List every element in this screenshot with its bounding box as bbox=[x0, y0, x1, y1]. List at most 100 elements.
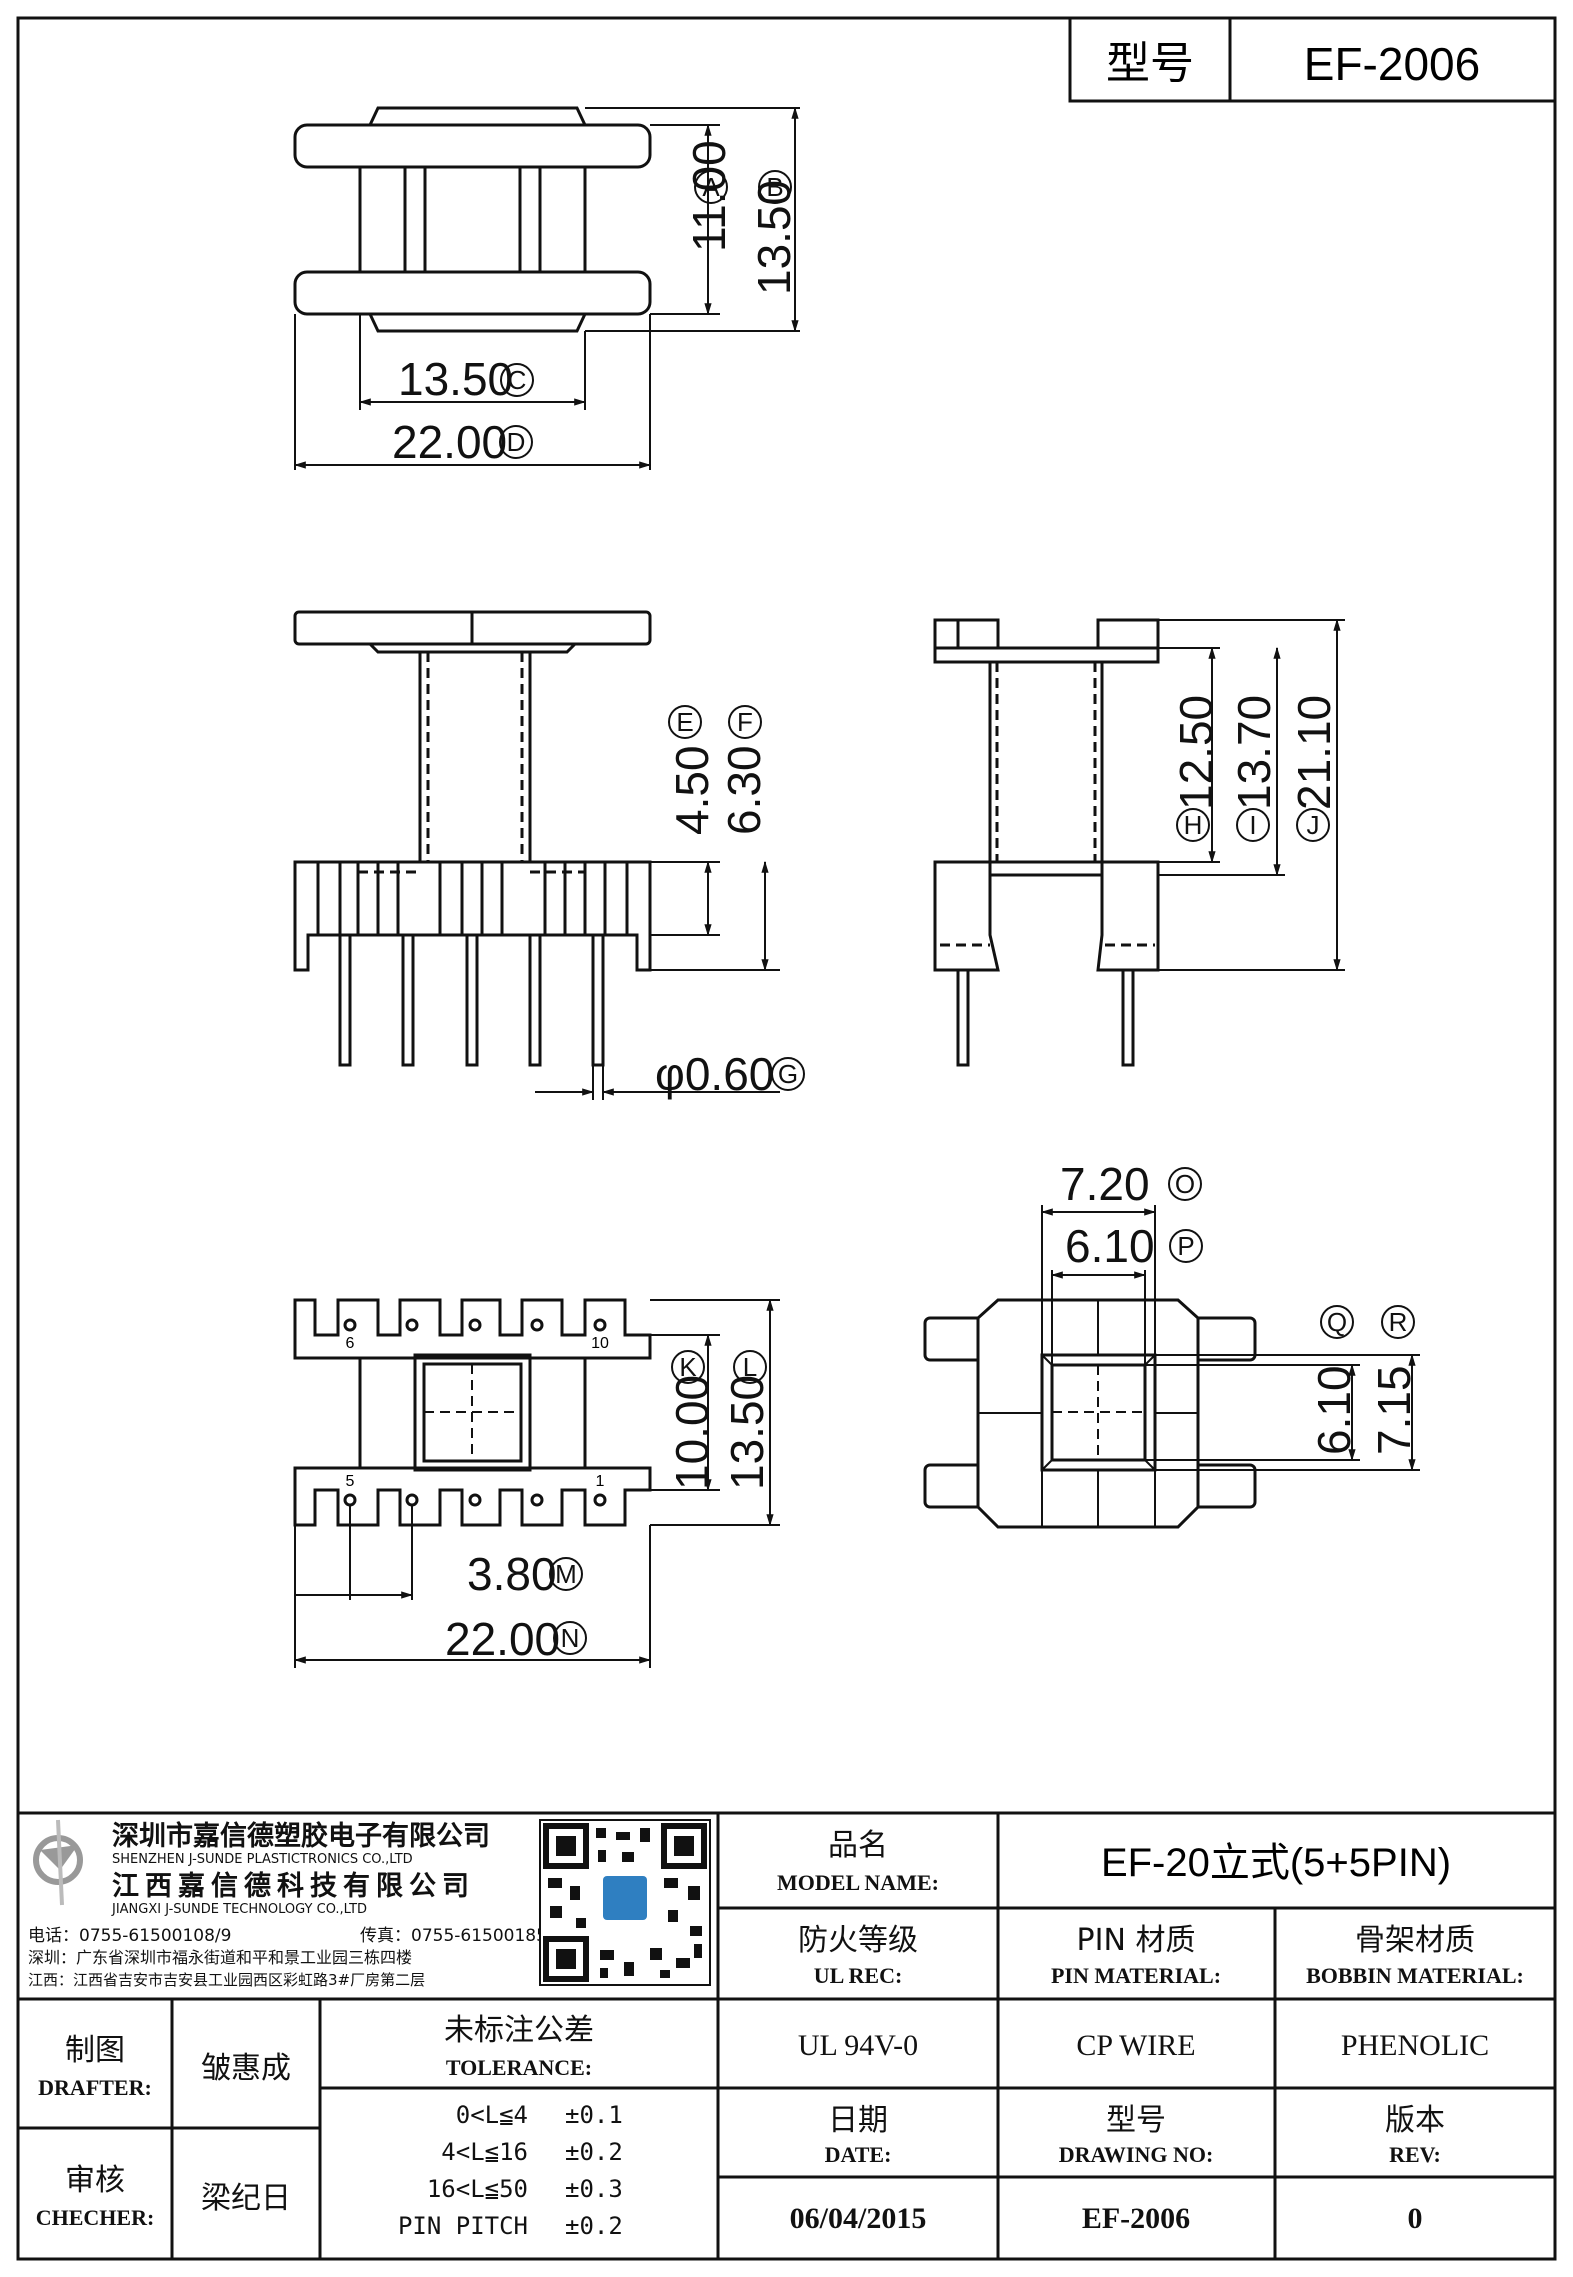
svg-text:H: H bbox=[1184, 810, 1203, 840]
dim-q-value: 6.10 bbox=[1308, 1365, 1360, 1455]
company-fax: 传真：0755-61500185 bbox=[360, 1926, 547, 1946]
svg-text:Q: Q bbox=[1327, 1307, 1347, 1337]
side-view bbox=[933, 618, 1345, 1067]
svg-text:A: A bbox=[702, 172, 720, 202]
dim-j-value: 21.10 bbox=[1288, 695, 1340, 810]
svg-text:L: L bbox=[743, 1352, 757, 1382]
date-en: DATE: bbox=[825, 2142, 892, 2167]
tolerance-range: PIN PITCH bbox=[398, 2212, 528, 2240]
dim-p-marker: P bbox=[1169, 1229, 1203, 1263]
date-value: 06/04/2015 bbox=[790, 2202, 927, 2235]
bobbin-material-cn: 骨架材质 bbox=[1355, 1923, 1475, 1958]
dim-j-marker: J bbox=[1296, 808, 1330, 842]
dim-e-marker: E bbox=[668, 705, 702, 739]
company-name-cn-2: 江西嘉信德科技有限公司 bbox=[112, 1871, 475, 1902]
checker-en: CHECHER: bbox=[36, 2205, 155, 2230]
svg-text:D: D bbox=[507, 427, 526, 457]
ul-rec-en: UL REC: bbox=[814, 1963, 903, 1988]
company-phone: 电话：0755-61500108/9 bbox=[28, 1926, 231, 1946]
company-name-en-1: SHENZHEN J-SUNDE PLASTICTRONICS CO.,LTD bbox=[112, 1852, 413, 1867]
svg-text:E: E bbox=[676, 707, 693, 737]
ul-rec-cn: 防火等级 bbox=[798, 1923, 918, 1958]
company-name-cn-1: 深圳市嘉信德塑胶电子有限公司 bbox=[112, 1820, 490, 1852]
dim-o-marker: O bbox=[1168, 1167, 1202, 1201]
dim-e-value: 4.50 bbox=[666, 745, 718, 835]
dim-a-value: 11.00 bbox=[683, 140, 735, 252]
ul-rec-value: UL 94V-0 bbox=[798, 2029, 918, 2062]
svg-text:C: C bbox=[508, 365, 527, 395]
dim-g-marker: G bbox=[771, 1057, 805, 1091]
header-type-label: 型号 bbox=[1106, 38, 1194, 89]
dim-b-marker: B bbox=[758, 170, 792, 204]
svg-text:J: J bbox=[1307, 810, 1320, 840]
tolerance-value: ±0.2 bbox=[565, 2138, 623, 2166]
dim-f-value: 6.30 bbox=[718, 745, 770, 835]
dim-f-marker: F bbox=[728, 705, 762, 739]
drawing-no-value: EF-2006 bbox=[1082, 2202, 1190, 2235]
drafter-cn: 制图 bbox=[65, 2033, 125, 2068]
svg-text:F: F bbox=[737, 707, 753, 737]
pin-material-cn: PIN 材质 bbox=[1077, 1923, 1196, 1958]
date-cn: 日期 bbox=[828, 2103, 888, 2138]
rev-en: REV: bbox=[1389, 2142, 1441, 2167]
dim-c-value: 13.50 bbox=[398, 353, 513, 405]
pin-mark-bottom-right: 1 bbox=[596, 1473, 605, 1490]
rev-cn: 版本 bbox=[1385, 2103, 1445, 2138]
dim-o-value: 7.20 bbox=[1060, 1158, 1150, 1210]
company-address-jiangxi: 江西：江西省吉安市吉安县工业园西区彩虹路3#厂房第二层 bbox=[28, 1971, 425, 1989]
svg-text:M: M bbox=[555, 1559, 577, 1589]
dim-r-value: 7.15 bbox=[1368, 1365, 1420, 1455]
tolerance-value: ±0.3 bbox=[565, 2175, 623, 2203]
dim-q-marker: Q bbox=[1320, 1305, 1354, 1339]
svg-text:P: P bbox=[1177, 1231, 1194, 1261]
company-name-en-2: JIANGXI J-SUNDE TECHNOLOGY CO.,LTD bbox=[111, 1902, 367, 1917]
company-logo bbox=[33, 1819, 83, 1906]
svg-text:G: G bbox=[778, 1059, 798, 1089]
top-view bbox=[293, 106, 800, 470]
sheet-border bbox=[16, 16, 1557, 2261]
dim-h-marker: H bbox=[1176, 808, 1210, 842]
qr-code bbox=[539, 1819, 711, 1986]
company-address-shenzhen: 深圳：广东省深圳市福永街道和平和景工业园三栋四楼 bbox=[28, 1948, 412, 1967]
drafter-en: DRAFTER: bbox=[38, 2075, 152, 2100]
tolerance-range: 16<L≦50 bbox=[427, 2175, 528, 2203]
svg-text:O: O bbox=[1175, 1169, 1195, 1199]
bobbin-material-en: BOBBIN MATERIAL: bbox=[1306, 1963, 1524, 1988]
rev-value: 0 bbox=[1408, 2202, 1423, 2235]
model-name-en: MODEL NAME: bbox=[777, 1870, 939, 1895]
svg-text:K: K bbox=[679, 1352, 697, 1382]
dim-d-marker: D bbox=[499, 425, 533, 459]
dim-m-value: 3.80 bbox=[467, 1548, 557, 1600]
tolerance-range: 4<L≦16 bbox=[441, 2138, 528, 2166]
dim-k-value: 10.00 bbox=[666, 1375, 718, 1490]
dim-m-marker: M bbox=[549, 1557, 583, 1591]
dim-n-value: 22.00 bbox=[445, 1613, 560, 1665]
pin-mark-top-right: 10 bbox=[591, 1335, 609, 1352]
tolerance-value: ±0.1 bbox=[565, 2101, 623, 2129]
pin-material-value: CP WIRE bbox=[1076, 2029, 1195, 2062]
svg-text:R: R bbox=[1389, 1307, 1408, 1337]
dim-p-value: 6.10 bbox=[1065, 1220, 1155, 1272]
dim-i-value: 13.70 bbox=[1228, 695, 1280, 810]
drawing-no-en: DRAWING NO: bbox=[1059, 2142, 1214, 2167]
dim-g-value: φ0.60 bbox=[655, 1048, 774, 1100]
tolerance-value: ±0.2 bbox=[565, 2212, 623, 2240]
model-name-cn: 品名 bbox=[828, 1828, 888, 1863]
bottom-side-view bbox=[923, 1205, 1420, 1529]
checker-cn: 审核 bbox=[65, 2163, 125, 2198]
dim-l-value: 13.50 bbox=[721, 1375, 773, 1490]
dim-a-marker: A bbox=[694, 170, 728, 204]
tolerance-table: 0<L≦4 ±0.1 4<L≦16 ±0.2 16<L≦50 ±0.3 PIN … bbox=[398, 2101, 623, 2240]
dim-h-value: 12.50 bbox=[1170, 695, 1222, 810]
drawing-no-cn: 型号 bbox=[1106, 2103, 1166, 2138]
dim-b-value: 13.50 bbox=[748, 180, 800, 295]
model-name-value: EF-20立式(5+5PIN) bbox=[1101, 1841, 1451, 1885]
pin-mark-bottom-left: 5 bbox=[346, 1473, 355, 1490]
checker-name: 梁纪日 bbox=[201, 2181, 291, 2216]
header-type-value: EF-2006 bbox=[1304, 38, 1480, 90]
header-box: 型号 EF-2006 bbox=[1068, 16, 1557, 103]
dim-k-marker: K bbox=[671, 1350, 705, 1384]
dim-i-marker: I bbox=[1236, 808, 1270, 842]
front-view bbox=[293, 610, 780, 1100]
